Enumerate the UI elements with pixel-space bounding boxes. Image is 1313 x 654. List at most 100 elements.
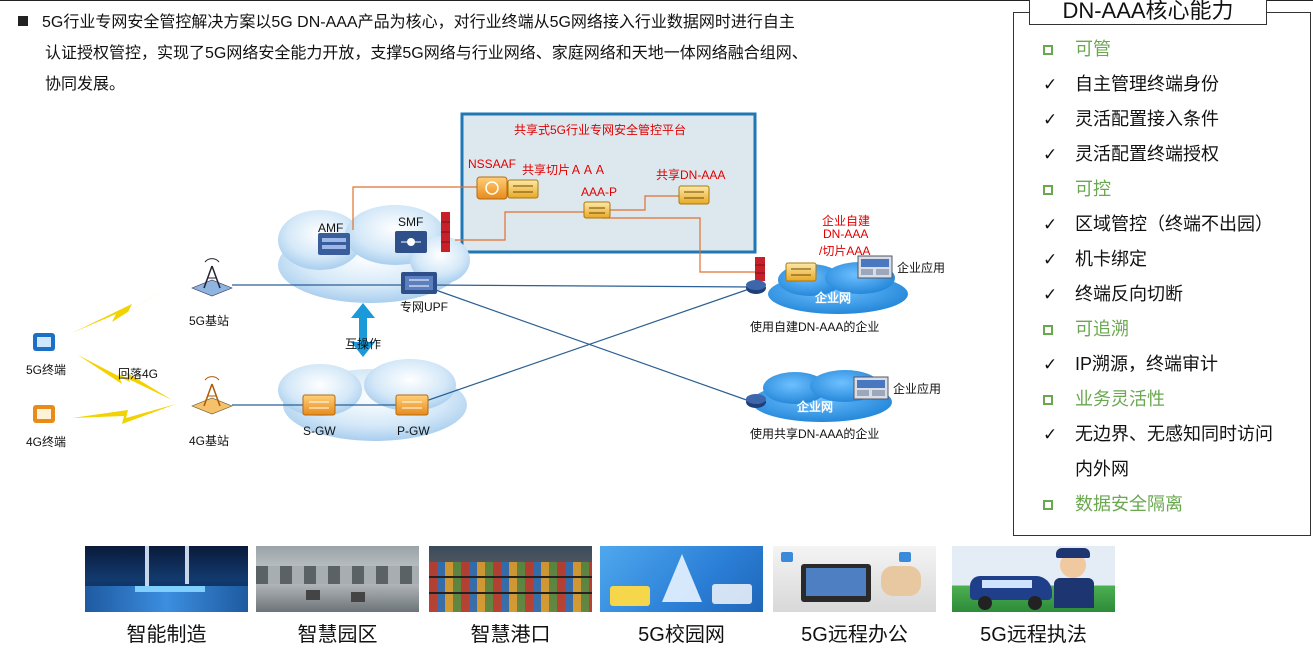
capability-item: ✓ 机卡绑定 [1043,242,1309,277]
capability-text: 可管 [1075,39,1111,59]
checkmark-icon: ✓ [1043,355,1058,374]
smart-port-image [429,546,592,612]
hollow-square-icon [1043,324,1075,335]
fallback-label: 回落4G [118,367,159,381]
smf-icon [395,231,427,253]
capability-list: 可管✓自主管理终端身份✓灵活配置接入条件✓灵活配置终端授权可控✓区域管控（终端不… [1043,32,1309,522]
enterprise-app-icon-1 [857,255,893,279]
checkmark-icon: ✓ [1043,110,1058,129]
capability-item: ✓ 自主管理终端身份 [1043,67,1309,102]
capability-text: 机卡绑定 [1075,249,1147,269]
pgw-icon [395,394,429,416]
enterprise-caption-2: 使用共享DN-AAA的企业 [750,427,880,441]
lightning-icons [72,284,176,424]
capability-text: 内外网 [1075,459,1129,479]
enterprise-caption-1: 使用自建DN-AAA的企业 [750,320,880,334]
scenario-label-3: 智慧港口 [470,624,551,646]
capability-text: 无边界、无感知同时访问 [1075,424,1273,444]
capability-text: 灵活配置终端授权 [1075,144,1219,164]
intro-paragraph: 5G行业专网安全管控解决方案以5G DN-AAA产品为核心，对行业终端从5G网络… [18,7,978,100]
hollow-square-icon [1043,184,1075,195]
self-aaa-label-3: /切片AAA [819,244,871,258]
top-divider [0,0,1313,1]
checkmark-icon: ✓ [1043,75,1058,94]
scenario-label-4: 5G校园网 [638,624,725,646]
scenario-label-6: 5G远程执法 [980,624,1087,646]
5g-campus-image [600,546,763,612]
hollow-square-icon [1043,44,1075,55]
pgw-label: P-GW [397,424,430,438]
shared-slice-aaa-icon [507,179,539,199]
scenario-5g-remote-enforcement: 5G远程执法 [952,546,1115,646]
capability-text: 灵活配置接入条件 [1075,109,1219,129]
base-5g-label: 5G基站 [189,314,230,328]
terminal-5g-icon [33,333,55,351]
upf-icon [401,272,437,294]
capability-item: ✓ IP溯源，终端审计 [1043,347,1309,382]
scenario-smart-park: 智慧园区 [256,546,419,646]
shared-dn-aaa-label: 共享DN-AAA [656,168,726,182]
platform-title: 共享式5G行业专网安全管控平台 [514,123,687,137]
capability-text: 自主管理终端身份 [1075,74,1219,94]
terminal-5g-label: 5G终端 [26,363,67,377]
capability-text: IP溯源，终端审计 [1075,354,1219,374]
scenario-smart-port: 智慧港口 [429,546,592,646]
terminal-4g-label: 4G终端 [26,435,67,449]
capability-text: 终端反向切断 [1075,284,1183,304]
amf-icon [318,233,350,255]
firewall-icon-1 [441,212,450,252]
capability-text: 业务灵活性 [1075,389,1165,409]
capability-item: ✓区域管控（终端不出园） [1043,207,1309,242]
self-dn-aaa-icon [785,262,817,282]
router-icon-2 [746,394,766,408]
capability-heading: 可管 [1043,32,1309,67]
base-4g-label: 4G基站 [189,434,230,448]
checkmark-icon: ✓ [1043,285,1058,304]
self-aaa-label-2: DN-AAA [823,227,869,241]
intro-line-1: 5G行业专网安全管控解决方案以5G DN-AAA产品为核心，对行业终端从5G网络… [42,14,795,31]
hollow-square-icon [1043,394,1075,405]
smart-manufacturing-image [85,546,248,612]
scenario-label-2: 智慧园区 [297,624,378,646]
shared-slice-aaa-label: 共享切片ＡＡＡ [522,163,607,177]
5g-remote-office-image [773,546,936,612]
5g-remote-enforcement-image [952,546,1115,612]
terminal-4g-icon [33,405,55,423]
intro-line-3: 协同发展。 [45,76,126,93]
base-station-4g-icon [191,376,233,415]
enterprise-net-label-1: 企业网 [815,291,852,305]
network-diagram [33,112,908,441]
capability-text: 数据安全隔离 [1075,494,1183,514]
capability-text: 可追溯 [1075,319,1129,339]
enterprise-app-icon-2 [853,376,889,400]
capability-heading: 可控 [1043,172,1309,207]
nssaaf-label: NSSAAF [468,157,517,171]
scenario-label-5: 5G远程办公 [801,624,908,646]
signalling-links [352,186,760,273]
checkmark-icon: ✓ [1043,250,1058,269]
scenario-label-1: 智能制造 [126,624,207,646]
capability-text: 区域管控（终端不出园） [1075,214,1273,234]
bullet-icon [18,16,28,26]
self-aaa-label-1: 企业自建 [822,214,871,228]
enterprise-net-label-2: 企业网 [797,400,834,414]
scenario-smart-manufacturing: 智能制造 [85,546,248,646]
enterprise-app-label-2: 企业应用 [893,382,942,396]
smart-park-image [256,546,419,612]
router-icon-1 [746,280,766,294]
intro-line-2: 认证授权管控，实现了5G网络安全能力开放，支撑5G网络与行业网络、家庭网络和天地… [45,45,808,62]
checkmark-icon: ✓ [1043,425,1058,444]
capability-text: 可控 [1075,179,1111,199]
interop-label: 互操作 [345,337,382,351]
capability-heading: 业务灵活性 [1043,382,1309,417]
shared-dn-aaa-icon [678,185,710,205]
checkmark-icon: ✓ [1043,145,1058,164]
capability-heading: 数据安全隔离 [1043,487,1309,522]
interop-arrow-icon [351,303,375,357]
capability-heading: 可追溯 [1043,312,1309,347]
enterprise-app-label-1: 企业应用 [897,261,946,275]
sgw-label: S-GW [303,424,336,438]
upf-label: 专网UPF [400,300,449,314]
hollow-square-icon [1043,499,1075,510]
capability-item: 内外网 [1043,452,1309,487]
